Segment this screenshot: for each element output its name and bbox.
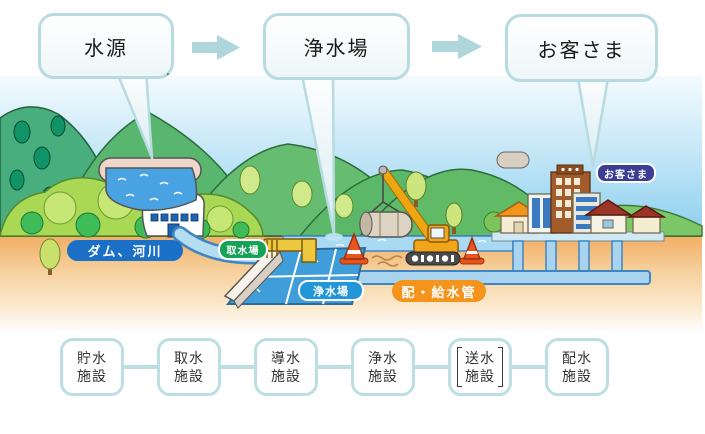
flow-connector — [316, 365, 353, 369]
label-dam-river: ダム、河川 — [67, 240, 183, 261]
traffic-cone — [339, 231, 369, 265]
flow-bubble-plant: 浄水場 — [263, 13, 410, 80]
dam — [98, 157, 205, 238]
flow-bubble-source-label: 水源 — [84, 37, 128, 60]
city — [483, 164, 667, 234]
crane — [359, 165, 461, 266]
facility-box-transmission: 送水施設 — [448, 338, 512, 396]
tree — [405, 171, 427, 207]
tree — [445, 202, 463, 234]
intake-structure — [263, 238, 317, 263]
facility-box-conveyance: 導水施設 — [254, 338, 318, 396]
house-red-roof — [583, 199, 634, 234]
flow-connector — [413, 365, 450, 369]
label-intake-station: 取水場 — [218, 239, 268, 260]
facility-box-storage: 貯水施設 — [60, 338, 124, 396]
stray-period-mark: . — [166, 62, 170, 78]
traffic-cone — [459, 235, 485, 265]
dam-water — [105, 167, 198, 212]
house-far-right — [626, 205, 667, 234]
stored-pipe — [496, 151, 530, 169]
bracket-right — [498, 347, 503, 387]
flow-connector — [122, 365, 159, 369]
sand-waves — [371, 255, 403, 267]
flow-connector — [219, 365, 256, 369]
flow-bubble-customers: お客さま — [505, 14, 658, 82]
tree — [39, 238, 61, 275]
flow-bubble-customers-label: お客さま — [537, 39, 626, 62]
crane-pulley — [378, 165, 388, 175]
facility-box-distribution: 配水施設 — [545, 338, 609, 396]
pipe-load — [359, 211, 413, 238]
dam-windows — [150, 213, 199, 222]
crane-window — [430, 227, 445, 239]
flow-bubble-plant-label: 浄水場 — [303, 38, 370, 60]
bracket-left — [457, 347, 462, 387]
water-waves — [117, 173, 183, 201]
label-supply-pipes: 配・給水管 — [392, 280, 486, 302]
label-purification-plant: 浄水場 — [298, 280, 364, 301]
water-splash — [325, 233, 343, 241]
flow-connector — [510, 365, 547, 369]
pool-wall-side — [233, 251, 284, 309]
facility-box-intake: 取水施設 — [157, 338, 221, 396]
label-customers: お客さま — [596, 163, 656, 183]
flow-bubble-source: 水源 — [38, 13, 174, 79]
facility-box-purification: 浄水施設 — [351, 338, 415, 396]
